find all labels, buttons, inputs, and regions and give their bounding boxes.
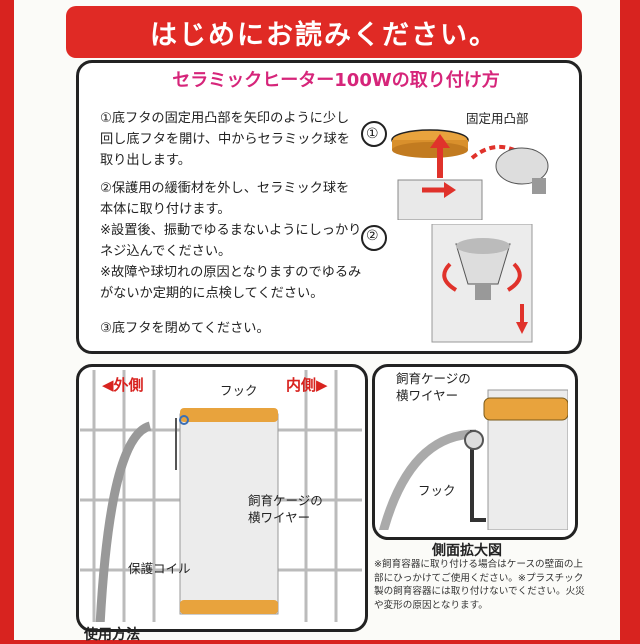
step-1-marker: ① <box>366 126 379 142</box>
note-inspect: ※故障や球切れの原因となりますのでゆるみがないか定期的に点検してください。 <box>100 265 362 301</box>
section-subtitle: セラミックヒーター100Wの取り付け方 <box>172 70 500 91</box>
side-view-caption: 側面拡大図 <box>432 543 502 559</box>
outside-label: ◀外側 <box>102 376 144 394</box>
step-list: ①底フタの固定用凸部を矢印のように少し回し底フタを開け、中からセラミック球を取り… <box>100 108 362 346</box>
side-hook-label: フック <box>418 483 456 498</box>
side-cage-wire-label: 飼育ケージの 横ワイヤー <box>396 371 471 403</box>
banner-title: はじめにお読みください。 <box>150 19 498 51</box>
step-2-text: ②保護用の緩衝材を外し、セラミック球を本体に取り付けます。 <box>100 181 350 217</box>
cage-wire-label: 飼育ケージの 横ワイヤー <box>248 493 323 525</box>
hook-label: フック <box>220 383 258 398</box>
callout-label: 固定用凸部 <box>466 111 529 126</box>
note-tighten: ※設置後、振動でゆるまないようにしっかりネジ込んでください。 <box>100 223 362 259</box>
protective-coil-label: 保護コイル <box>128 561 191 576</box>
step-1-figure <box>361 121 549 220</box>
inside-label: 内側▶ <box>286 376 328 394</box>
side-view-note: ※飼育容器に取り付ける場合はケースの壁面の上部にひっかけてご使用ください。※プラ… <box>374 559 585 611</box>
step-2-figure <box>361 224 533 343</box>
step-2-marker: ② <box>366 228 379 244</box>
header-banner: はじめにお読みください。 <box>66 6 582 58</box>
step-1-text: ①底フタの固定用凸部を矢印のように少し回し底フタを開け、中からセラミック球を取り… <box>100 111 350 168</box>
usage-title: 使用方法 <box>84 627 140 643</box>
cage-heater-illustration <box>80 370 362 622</box>
side-view-illustration <box>378 389 568 530</box>
step-3-text: ③底フタを閉めてください。 <box>100 321 270 336</box>
